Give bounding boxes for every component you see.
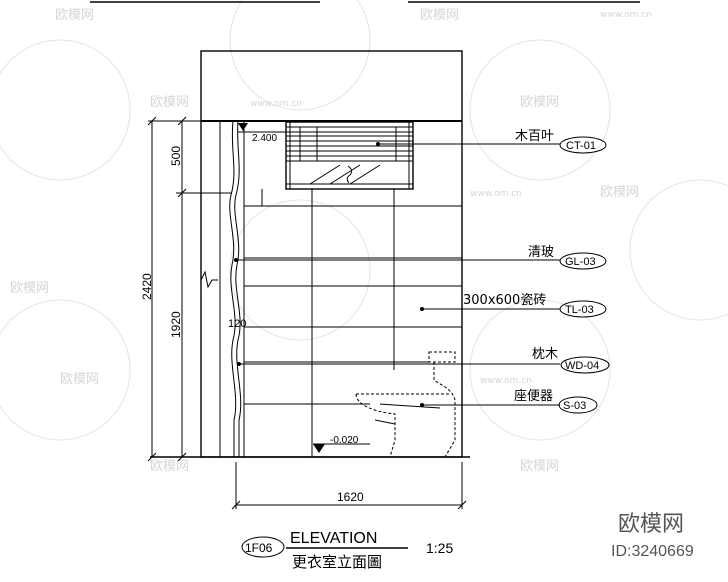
tag-tl: 300x600瓷砖 TL-03 — [420, 293, 607, 318]
watermark-text: 欧模网 — [150, 459, 189, 474]
level-floor: -0.020 — [330, 435, 359, 446]
tag-code: S-03 — [563, 400, 586, 412]
watermark-text: 欧模网 — [150, 95, 189, 110]
tag-code: CT-01 — [566, 140, 596, 152]
dim-lower-height: 1920 — [169, 311, 183, 338]
level-marker-icon — [238, 123, 248, 131]
toilet — [355, 351, 456, 458]
watermark-text: 欧模网 — [520, 95, 559, 110]
tag-name: 300x600瓷砖 — [463, 293, 546, 308]
title-subtitle: 更衣室立面圖 — [292, 553, 382, 571]
watermark-text: 欧模网 — [420, 8, 459, 23]
watermark-text: 欧模网 — [520, 459, 559, 474]
watermark-pattern: 欧模网 欧模网 欧模网 欧模网 欧模网 欧模网 欧模网 欧模网 欧模网 www.… — [0, 0, 728, 474]
tag-gl: 清玻 GL-03 — [234, 245, 607, 270]
title-scale: 1:25 — [426, 540, 453, 556]
level-marker-icon — [313, 444, 325, 453]
window-blinds — [285, 121, 414, 190]
left-wall-section — [219, 120, 245, 457]
tile-grid — [244, 189, 462, 457]
title-label: ELEVATION — [290, 530, 377, 547]
drawing-number: 1F06 — [245, 541, 273, 555]
level-top: 2.400 — [252, 133, 277, 144]
dim-width: 1620 — [337, 490, 364, 504]
dim-upper-height: 500 — [169, 146, 183, 166]
title-block: 1F06 ELEVATION 更衣室立面圖 1:25 — [241, 530, 453, 571]
tag-bubble — [559, 136, 607, 154]
id-watermark: ID:3240669 — [611, 543, 694, 560]
watermark-text: 欧模网 — [55, 8, 94, 23]
tag-name: 座便器 — [514, 389, 553, 404]
tag-code: TL-03 — [565, 304, 594, 316]
watermark-text: 欧模网 — [10, 281, 49, 296]
brand-watermark: 欧模网 — [618, 512, 684, 537]
watermark-text: www.om.cn — [470, 189, 522, 199]
vertical-dimensions — [147, 116, 232, 462]
tag-code: WD-04 — [565, 360, 599, 372]
watermark-text: 欧模网 — [60, 372, 99, 387]
tag-bubble — [558, 396, 598, 414]
watermark-text: www.om.cn — [480, 376, 532, 386]
dim-offset: 120 — [228, 318, 246, 330]
tag-name: 清玻 — [528, 245, 554, 260]
tag-wd: 枕木 WD-04 — [237, 347, 610, 374]
watermark-text: 欧模网 — [600, 185, 639, 200]
drawing-no-bubble — [241, 536, 285, 558]
tag-name: 木百叶 — [515, 129, 554, 144]
watermark-text: www.om.cn — [250, 99, 302, 109]
tag-ct: 木百叶 CT-01 — [376, 129, 607, 154]
tag-s: 座便器 S-03 — [420, 389, 598, 414]
horizontal-dimension — [231, 462, 467, 510]
tag-name: 枕木 — [532, 347, 558, 362]
tag-bubble — [560, 356, 610, 374]
dim-total-height: 2420 — [140, 273, 154, 300]
tag-code: GL-03 — [565, 256, 596, 268]
tag-bubble — [559, 300, 607, 318]
watermark-text: www.om.cn — [600, 10, 652, 20]
tag-bubble — [559, 252, 607, 270]
